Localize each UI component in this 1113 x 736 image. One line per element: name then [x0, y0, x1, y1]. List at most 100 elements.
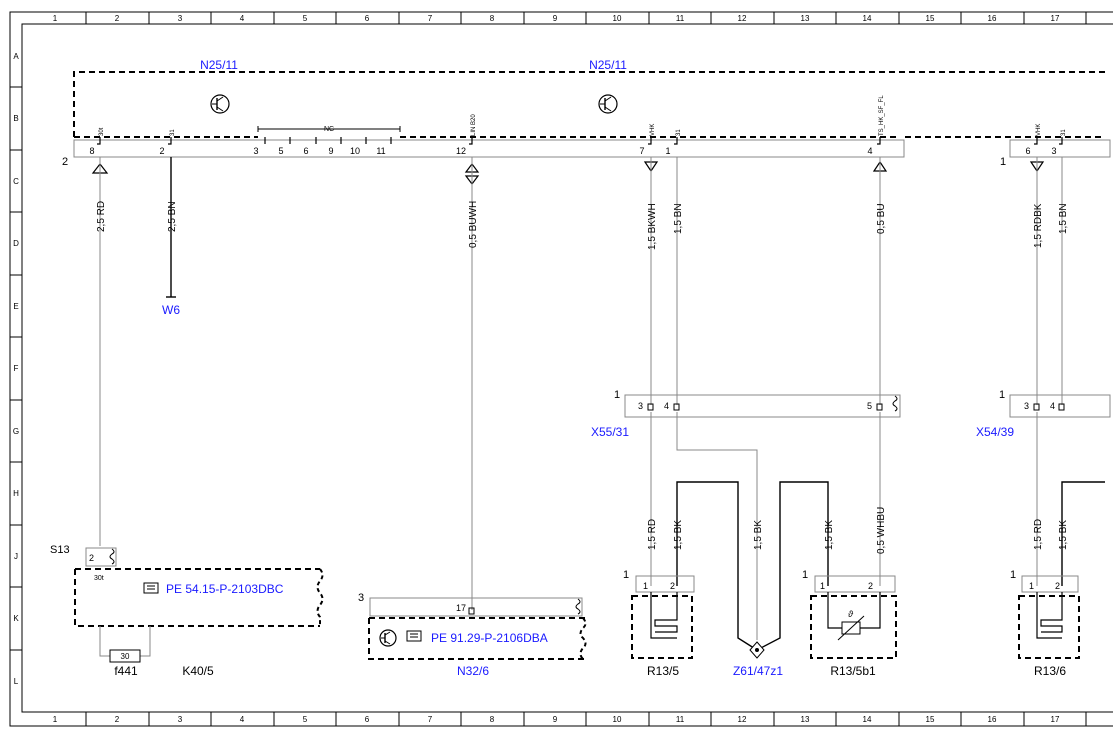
wire-label: 1,5 RD [647, 519, 658, 550]
wire-label: 1,5 BK [1058, 520, 1069, 550]
col-label: 12 [738, 715, 747, 724]
col-label: 3 [178, 715, 183, 724]
pin-number: 3 [1051, 146, 1056, 156]
wire-label: 1,5 RD [1033, 519, 1044, 550]
pin-socket [1058, 403, 1065, 411]
pin-number: 2 [670, 581, 675, 591]
pin-signal: 31 [1061, 129, 1067, 136]
reference-link-pe-91[interactable]: PE 91.29-P-2106DBA [431, 631, 548, 645]
frame-inner [21, 23, 1113, 713]
nc-label: NC [324, 126, 334, 133]
pin-number: 5 [278, 146, 283, 156]
connector-number: 1 [1010, 569, 1016, 581]
col-label: 6 [365, 14, 370, 23]
col-label: 6 [365, 715, 370, 724]
col-label: 1 [53, 14, 58, 23]
splice-label-z61-47z1: Z61/47z1 [733, 664, 783, 678]
wire-label: 1,5 BK [673, 520, 684, 550]
reference-hand-icon [406, 630, 422, 642]
pin-number: 1 [820, 581, 825, 591]
pin-signal: VHK [1036, 124, 1042, 136]
pin-number: 7 [639, 146, 644, 156]
nc-bracket [257, 126, 401, 132]
col-label: 11 [676, 14, 685, 23]
col-label: 5 [303, 14, 308, 23]
connector-x55-31 [624, 394, 901, 418]
component-label-k40-5: K40/5 [182, 664, 214, 678]
connector-number: 1 [802, 569, 808, 581]
row-label: E [13, 302, 18, 311]
row-label: H [13, 489, 19, 498]
wires [99, 157, 1105, 651]
col-label: 7 [428, 715, 433, 724]
col-label: 7 [428, 14, 433, 23]
col-label: 15 [926, 715, 935, 724]
heating-element-icon [1036, 592, 1063, 639]
col-label: 9 [553, 14, 558, 23]
connector-label-x55-31: X55/31 [591, 425, 629, 439]
pin-number: 3 [253, 146, 258, 156]
n25-11-boundary [73, 71, 1105, 137]
column-ruler-bottom [85, 712, 1087, 726]
col-label: 12 [738, 14, 747, 23]
pin-number: 11 [376, 146, 385, 156]
pin-number: 2 [868, 581, 873, 591]
wire-label: 2,5 BN [167, 201, 178, 232]
col-label: 4 [240, 715, 245, 724]
wire-label: 1,5 BK [824, 520, 835, 550]
pin-number: 4 [1050, 401, 1055, 411]
pin-number: 5 [867, 401, 872, 411]
component-label-f441: f441 [114, 664, 138, 678]
wire-label: 1,5 BN [673, 203, 684, 234]
pin-socket [673, 403, 680, 411]
col-label: 4 [240, 14, 245, 23]
wire-label: 2,5 RD [96, 201, 107, 232]
wire-label: 1,5 BKWH [647, 203, 658, 250]
col-label: 17 [1051, 14, 1060, 23]
n32-6-connector [369, 597, 583, 617]
pin-number: 1 [665, 146, 670, 156]
pin-number: 4 [867, 146, 872, 156]
pin-number: 3 [638, 401, 643, 411]
continuation-squiggle [892, 395, 898, 412]
pin-number: 6 [1025, 146, 1030, 156]
ground-label-w6: W6 [162, 303, 180, 317]
col-label: 2 [115, 715, 120, 724]
row-label: C [13, 177, 19, 186]
row-label: F [14, 364, 19, 373]
pin-number: 6 [303, 146, 308, 156]
pin-socket [1033, 403, 1040, 411]
component-label-r13-6: R13/6 [1034, 664, 1066, 678]
col-label: 10 [613, 715, 622, 724]
reference-hand-icon [143, 582, 159, 594]
continuation-squiggle [109, 548, 115, 565]
thermistor-icon [837, 615, 865, 641]
transistor-icon [210, 94, 230, 114]
col-label: 8 [490, 715, 495, 724]
wire-label: 0,5 BU [876, 203, 887, 234]
pin-socket [468, 607, 475, 615]
connector-strip-right [1009, 139, 1111, 158]
pin-number: 12 [456, 146, 466, 156]
n32-6-boundary [368, 617, 585, 660]
connector-number: 3 [358, 592, 364, 604]
col-label: 13 [801, 14, 810, 23]
pin-signal: 30t [99, 127, 105, 136]
row-label: B [13, 114, 18, 123]
connector-x54-39 [1009, 394, 1111, 418]
pin-number: 2 [159, 146, 164, 156]
col-label: 14 [863, 715, 872, 724]
row-label: D [13, 239, 19, 248]
component-label-s13: S13 [50, 544, 70, 556]
reference-link-pe-54[interactable]: PE 54.15-P-2103DBC [166, 582, 284, 596]
pin-number: 9 [328, 146, 333, 156]
col-label: 14 [863, 14, 872, 23]
frame-border [9, 11, 1113, 727]
continuation-squiggle [575, 598, 581, 615]
pin-number: 2 [89, 553, 94, 563]
col-label: 13 [801, 715, 810, 724]
wire-label: 0,5 BUWH [468, 201, 479, 248]
col-label: 3 [178, 14, 183, 23]
pin-number: 1 [1029, 581, 1034, 591]
